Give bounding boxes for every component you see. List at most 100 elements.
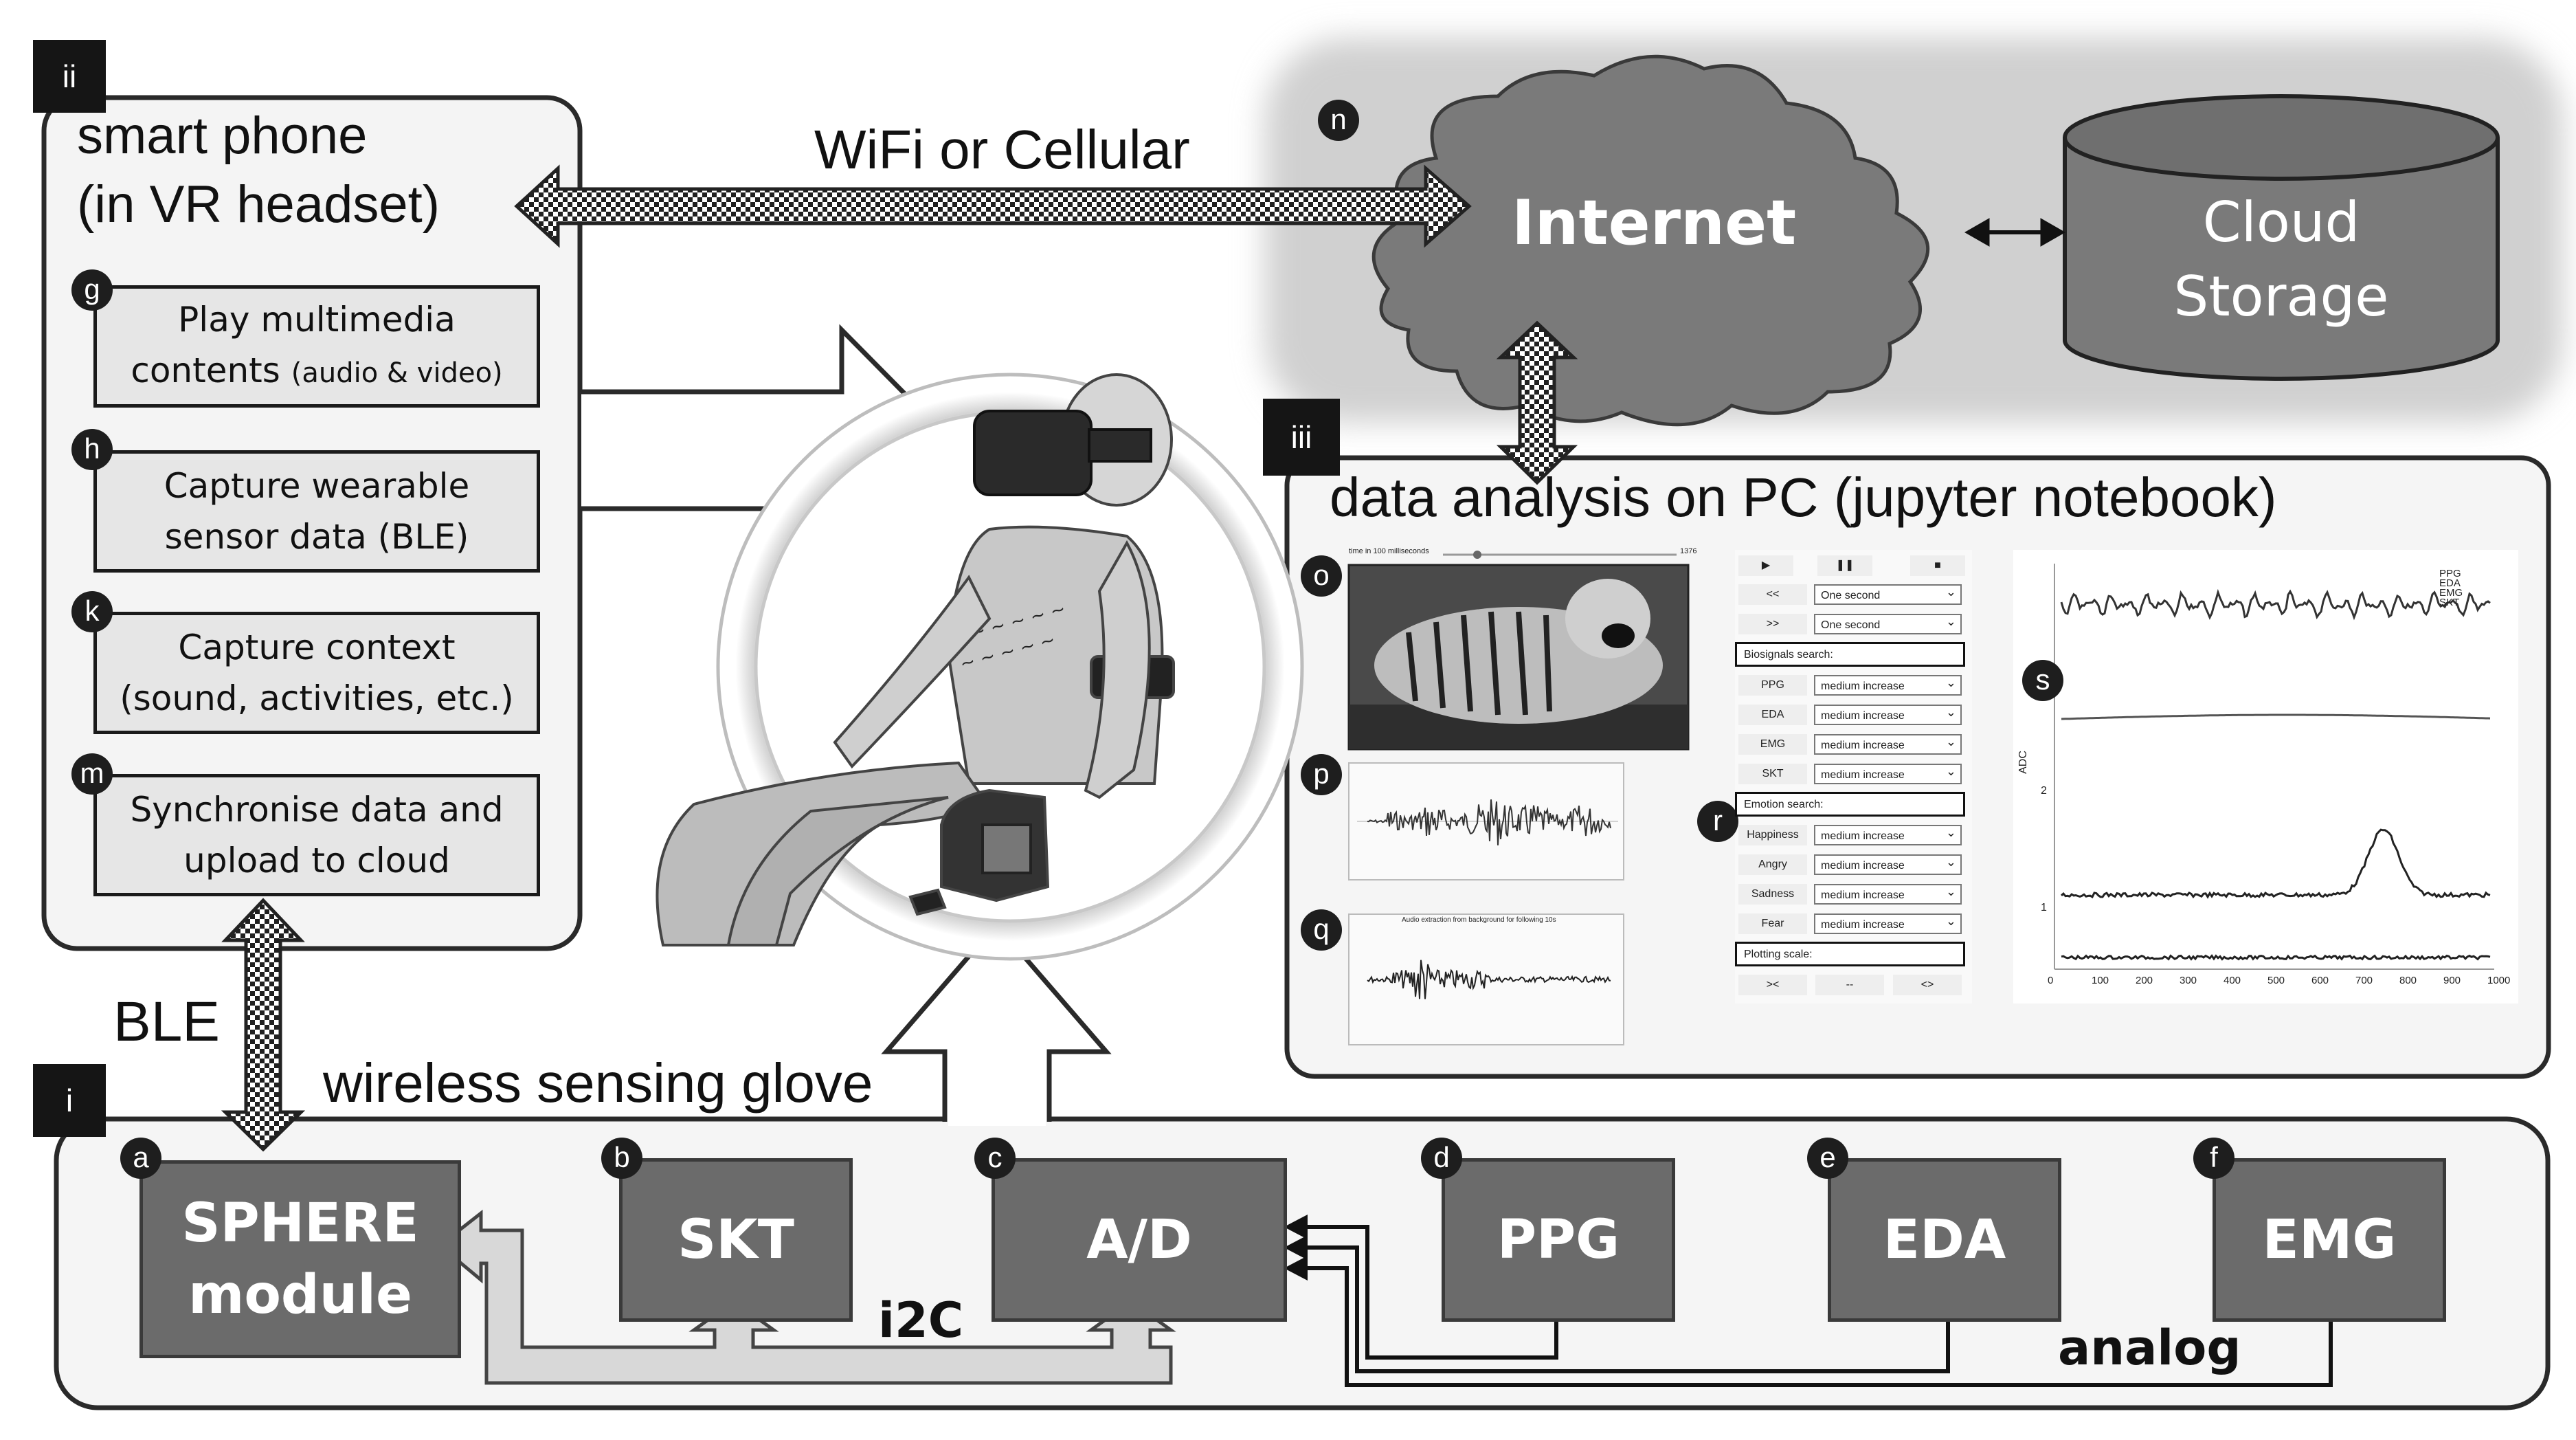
emotion-label: Happiness bbox=[1738, 825, 1807, 845]
video-slider-label: time in 100 milliseconds bbox=[1349, 547, 1429, 555]
wifi-label: WiFi or Cellular bbox=[814, 119, 1190, 180]
biosignal-label: EMG bbox=[1738, 734, 1807, 755]
chart-legend: PPG EDA EMG SKT bbox=[2439, 568, 2463, 608]
phone-box-line2-main: contents bbox=[131, 351, 280, 390]
chart-xtick: 900 bbox=[2443, 975, 2461, 986]
module-eda: EDA bbox=[1828, 1158, 2061, 1322]
audio-extract-panel bbox=[1348, 913, 1624, 1045]
phone-title: smart phone (in VR headset) bbox=[77, 102, 440, 239]
phone-box-line1: Synchronise data and bbox=[130, 790, 504, 830]
chart-ytick: 1 bbox=[2041, 902, 2047, 913]
phone-box-context: Capture context (sound, activities, etc.… bbox=[93, 612, 540, 734]
legend-emg: EMG bbox=[2439, 587, 2463, 599]
phone-box-line1: Play multimedia bbox=[178, 300, 456, 340]
arrow-i2c bbox=[437, 1209, 1176, 1385]
circle-s: s bbox=[2022, 660, 2063, 701]
scale-expand-button[interactable]: <> bbox=[1893, 975, 1962, 995]
chart-ylabel: ADC bbox=[2017, 751, 2029, 774]
emotion-select[interactable]: medium increase bbox=[1814, 852, 1962, 875]
arrow-wifi-cellular bbox=[514, 164, 1472, 248]
legend-ppg: PPG bbox=[2439, 568, 2461, 579]
chart-xtick: 400 bbox=[2224, 975, 2241, 986]
phone-box-multimedia: Play multimedia contents (audio & video) bbox=[93, 285, 540, 408]
scale-shrink-button[interactable]: >< bbox=[1738, 975, 1807, 995]
circle-d: d bbox=[1421, 1138, 1462, 1179]
circle-c: c bbox=[974, 1138, 1016, 1179]
emotion-header: Emotion search: bbox=[1735, 792, 1965, 817]
module-sphere-line1: SPHERE bbox=[181, 1193, 419, 1254]
tag-phone: ii bbox=[33, 40, 106, 113]
ble-label: BLE bbox=[113, 990, 220, 1053]
biosignal-select[interactable]: medium increase bbox=[1814, 702, 1962, 725]
arrow-ble bbox=[221, 898, 306, 1152]
circle-r: r bbox=[1697, 801, 1738, 842]
storage-label-line2: Storage bbox=[2173, 265, 2389, 329]
circle-h: h bbox=[71, 429, 113, 470]
module-sphere: SPHERE module bbox=[139, 1160, 461, 1358]
module-skt: SKT bbox=[619, 1158, 853, 1322]
biosignal-select[interactable]: medium increase bbox=[1814, 761, 1962, 784]
emotion-label: Fear bbox=[1738, 913, 1807, 934]
scale-reset-button[interactable]: -- bbox=[1815, 975, 1884, 995]
person-illustration: ~ ~ ~ ~ ~ ~ ~ ~ ~ ~ bbox=[656, 373, 1175, 946]
module-emg: EMG bbox=[2213, 1158, 2446, 1322]
biosignal-label: EDA bbox=[1738, 705, 1807, 725]
phone-box-line2: (sound, activities, etc.) bbox=[120, 678, 514, 718]
pc-title: data analysis on PC (jupyter notebook) bbox=[1330, 467, 2277, 528]
i2c-label: i2C bbox=[878, 1292, 964, 1349]
arrow-internet-pc bbox=[1496, 320, 1578, 485]
module-ad: A/D bbox=[992, 1158, 1287, 1322]
chart-xtick: 500 bbox=[2267, 975, 2285, 986]
circle-o: o bbox=[1301, 555, 1342, 597]
biosignals-header: Biosignals search: bbox=[1735, 642, 1965, 667]
biosignal-select[interactable]: medium increase bbox=[1814, 731, 1962, 755]
circle-g: g bbox=[71, 269, 113, 311]
step-forward-button[interactable]: >> bbox=[1738, 614, 1807, 634]
circle-b: b bbox=[601, 1138, 642, 1179]
circle-q: q bbox=[1301, 909, 1342, 951]
video-slider-max: 1376 bbox=[1680, 547, 1697, 555]
circle-f: f bbox=[2193, 1138, 2235, 1179]
legend-eda: EDA bbox=[2439, 577, 2461, 589]
emotion-label: Angry bbox=[1738, 854, 1807, 875]
stop-button[interactable]: ■ bbox=[1910, 555, 1965, 576]
circle-p: p bbox=[1301, 754, 1342, 795]
emotion-select[interactable]: medium increase bbox=[1814, 911, 1962, 934]
storage-label-line1: Cloud bbox=[2202, 190, 2360, 254]
chart-xtick: 800 bbox=[2399, 975, 2417, 986]
emotion-label: Sadness bbox=[1738, 884, 1807, 905]
emotion-select[interactable]: medium increase bbox=[1814, 822, 1962, 845]
analog-wires bbox=[1284, 1215, 2333, 1387]
biosignal-label: SKT bbox=[1738, 764, 1807, 784]
arrow-internet-storage bbox=[1964, 218, 2066, 247]
analog-label: analog bbox=[2058, 1320, 2241, 1376]
phone-box-line2: contents (audio & video) bbox=[97, 345, 537, 399]
step-back-select[interactable]: One second bbox=[1814, 581, 1962, 605]
emotion-select[interactable]: medium increase bbox=[1814, 881, 1962, 905]
circle-k: k bbox=[71, 591, 113, 632]
phone-box-sensor: Capture wearable sensor data (BLE) bbox=[93, 450, 540, 573]
phone-title-line1: smart phone bbox=[77, 107, 368, 165]
biosignal-select[interactable]: medium increase bbox=[1814, 672, 1962, 696]
step-forward-select[interactable]: One second bbox=[1814, 611, 1962, 634]
step-back-button[interactable]: << bbox=[1738, 584, 1807, 605]
play-button[interactable]: ▶ bbox=[1738, 555, 1793, 576]
phone-box-line1: Capture context bbox=[178, 628, 456, 667]
tiger-image bbox=[1349, 579, 1688, 749]
chart-xtick: 100 bbox=[2092, 975, 2109, 986]
chart-xtick: 0 bbox=[2048, 975, 2054, 986]
phone-box-line2: upload to cloud bbox=[183, 841, 450, 880]
circle-a: a bbox=[120, 1138, 161, 1179]
circle-e: e bbox=[1807, 1138, 1848, 1179]
cloud-storage-cylinder bbox=[2063, 94, 2500, 381]
phone-box-line2: sensor data (BLE) bbox=[164, 517, 469, 557]
circle-m: m bbox=[71, 753, 113, 795]
chart-xtick: 600 bbox=[2311, 975, 2329, 986]
tag-pc: iii bbox=[1263, 399, 1340, 476]
audio-q-caption: Audio extraction from background for fol… bbox=[1402, 916, 1556, 924]
glove-title: wireless sensing glove bbox=[323, 1052, 873, 1114]
pause-button[interactable]: ❚❚ bbox=[1817, 555, 1872, 576]
phone-box-line1: Capture wearable bbox=[164, 466, 470, 506]
chart-xtick: 200 bbox=[2136, 975, 2153, 986]
